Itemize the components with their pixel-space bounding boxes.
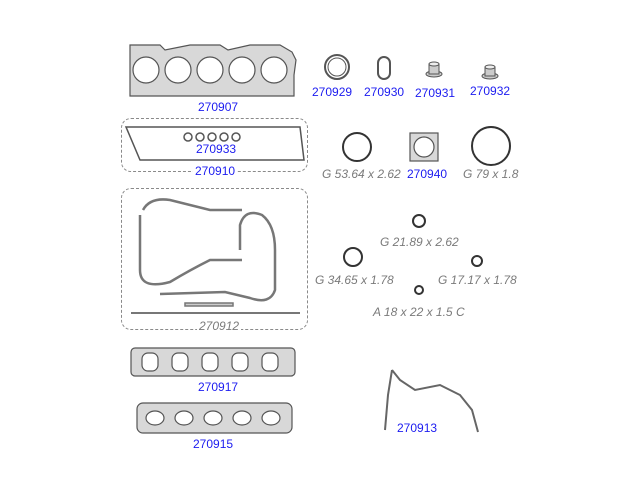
part-link-270940[interactable]: 270940 <box>407 167 448 181</box>
oval-270930-drawing <box>377 56 391 80</box>
oring-g79-drawing <box>471 126 511 166</box>
oring-label-g34: G 34.65 x 1.78 <box>315 273 394 287</box>
sump-group-box <box>121 188 308 330</box>
exhaust-manifold-gasket-drawing <box>136 402 293 434</box>
part-link-270910[interactable]: 270910 <box>193 164 238 178</box>
oring-label-g53: G 53.64 x 2.62 <box>322 167 401 181</box>
part-link-270930[interactable]: 270930 <box>364 85 405 99</box>
oring-label-a18: A 18 x 22 x 1.5 C <box>373 305 465 319</box>
oring-label-g17: G 17.17 x 1.78 <box>438 273 517 287</box>
seal-270931-drawing <box>425 61 443 78</box>
timing-cover-gasket-drawing <box>384 369 479 433</box>
part-link-270931[interactable]: 270931 <box>415 86 456 100</box>
seal-270932-drawing <box>481 64 499 80</box>
ring-270929-drawing <box>324 54 350 80</box>
oring-g17-drawing <box>471 255 483 267</box>
oring-a18-drawing <box>414 285 424 295</box>
oring-g53-drawing <box>342 132 372 162</box>
oring-g21-drawing <box>412 214 426 228</box>
sump-gasket-drawing <box>131 198 300 314</box>
oring-g34-drawing <box>343 247 363 267</box>
part-label-270912: 270912 <box>197 319 242 333</box>
part-link-270933[interactable]: 270933 <box>196 142 237 156</box>
intake-manifold-gasket-drawing <box>130 347 296 377</box>
head-gasket-drawing <box>129 44 297 97</box>
part-link-270929[interactable]: 270929 <box>312 85 353 99</box>
square-gasket-drawing <box>409 132 439 162</box>
part-link-270932[interactable]: 270932 <box>470 84 511 98</box>
part-link-270913[interactable]: 270913 <box>397 421 438 435</box>
part-link-270907[interactable]: 270907 <box>198 100 239 114</box>
part-link-270915[interactable]: 270915 <box>193 437 234 451</box>
part-link-270917[interactable]: 270917 <box>198 380 239 394</box>
oring-label-g79: G 79 x 1.8 <box>463 167 519 181</box>
valve-cover-gasket-drawing <box>124 126 305 161</box>
oring-label-g21: G 21.89 x 2.62 <box>380 235 459 249</box>
